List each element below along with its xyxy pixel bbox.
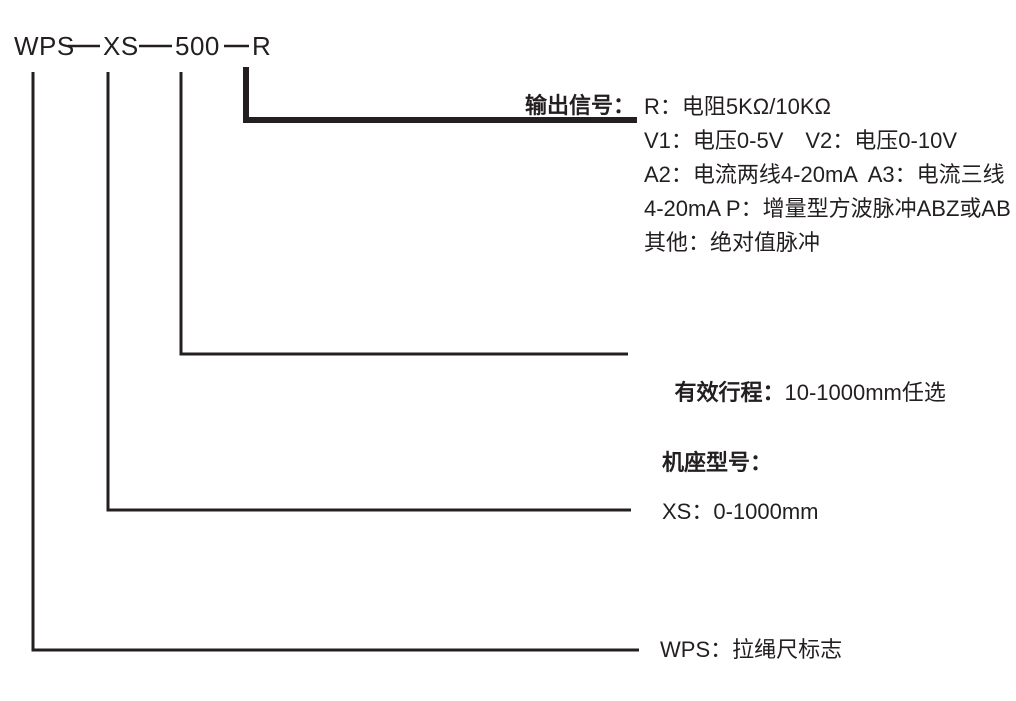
effective-travel-label: 有效行程： (674, 380, 785, 405)
output-signal-option-other: 其他：绝对值脉冲 (644, 230, 821, 255)
output-signal-label: 输出信号： (524, 93, 635, 118)
base-model-label: 机座型号： (662, 450, 773, 475)
branch-line-output-signal (243, 67, 637, 123)
branch-line-effective-travel (179, 72, 628, 356)
code-segment-500: 500 (175, 31, 220, 61)
output-signal-option-v1-v2: V1：电压0-5V V2：电压0-10V (644, 128, 957, 153)
code-segment-r: R (252, 31, 272, 61)
brand-mark-value: WPS：拉绳尺标志 (660, 637, 843, 662)
output-signal-option-r: R：电阻5KΩ/10KΩ (644, 94, 831, 119)
branch-line-brand-mark (31, 72, 639, 652)
effective-travel-row: 有效行程：10-1000mm任选 (650, 354, 946, 432)
code-segment-wps: WPS (14, 31, 75, 61)
branch-line-base-model (106, 72, 631, 512)
output-signal-option-p: 4-20mA P：增量型方波脉冲ABZ或AB (644, 196, 1011, 221)
effective-travel-value: 10-1000mm任选 (784, 380, 946, 405)
base-model-value: XS：0-1000mm (662, 499, 819, 524)
output-signal-options: R：电阻5KΩ/10KΩ V1：电压0-5V V2：电压0-10V A2：电流两… (644, 90, 1011, 260)
output-signal-option-a2-a3: A2：电流两线4-20mA A3：电流三线 (644, 162, 1005, 187)
code-segment-xs: XS (103, 31, 139, 61)
